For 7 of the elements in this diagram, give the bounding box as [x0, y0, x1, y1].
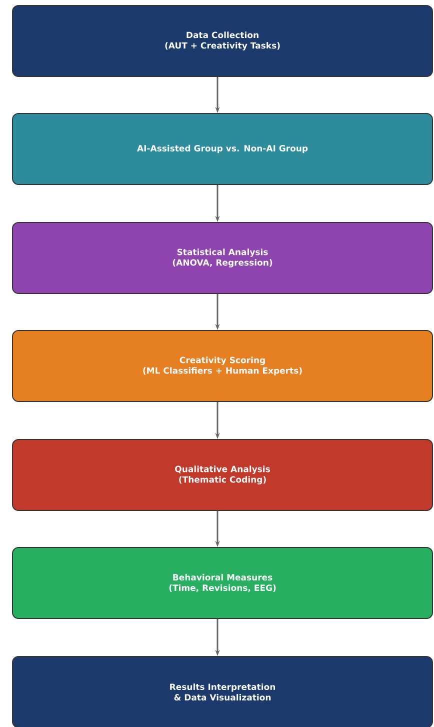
process-box: Qualitative Analysis (Thematic Coding) [12, 439, 433, 511]
process-box: Statistical Analysis (ANOVA, Regression) [12, 222, 433, 294]
process-box: Behavioral Measures (Time, Revisions, EEG) [12, 547, 433, 619]
process-box: Data Collection (AUT + Creativity Tasks) [12, 5, 433, 77]
process-box: AI-Assisted Group vs. Non-AI Group [12, 113, 433, 185]
process-box: Creativity Scoring (ML Classifiers + Human Experts) [12, 330, 433, 402]
process-box: Results Interpretation & Data Visualization [12, 656, 433, 727]
